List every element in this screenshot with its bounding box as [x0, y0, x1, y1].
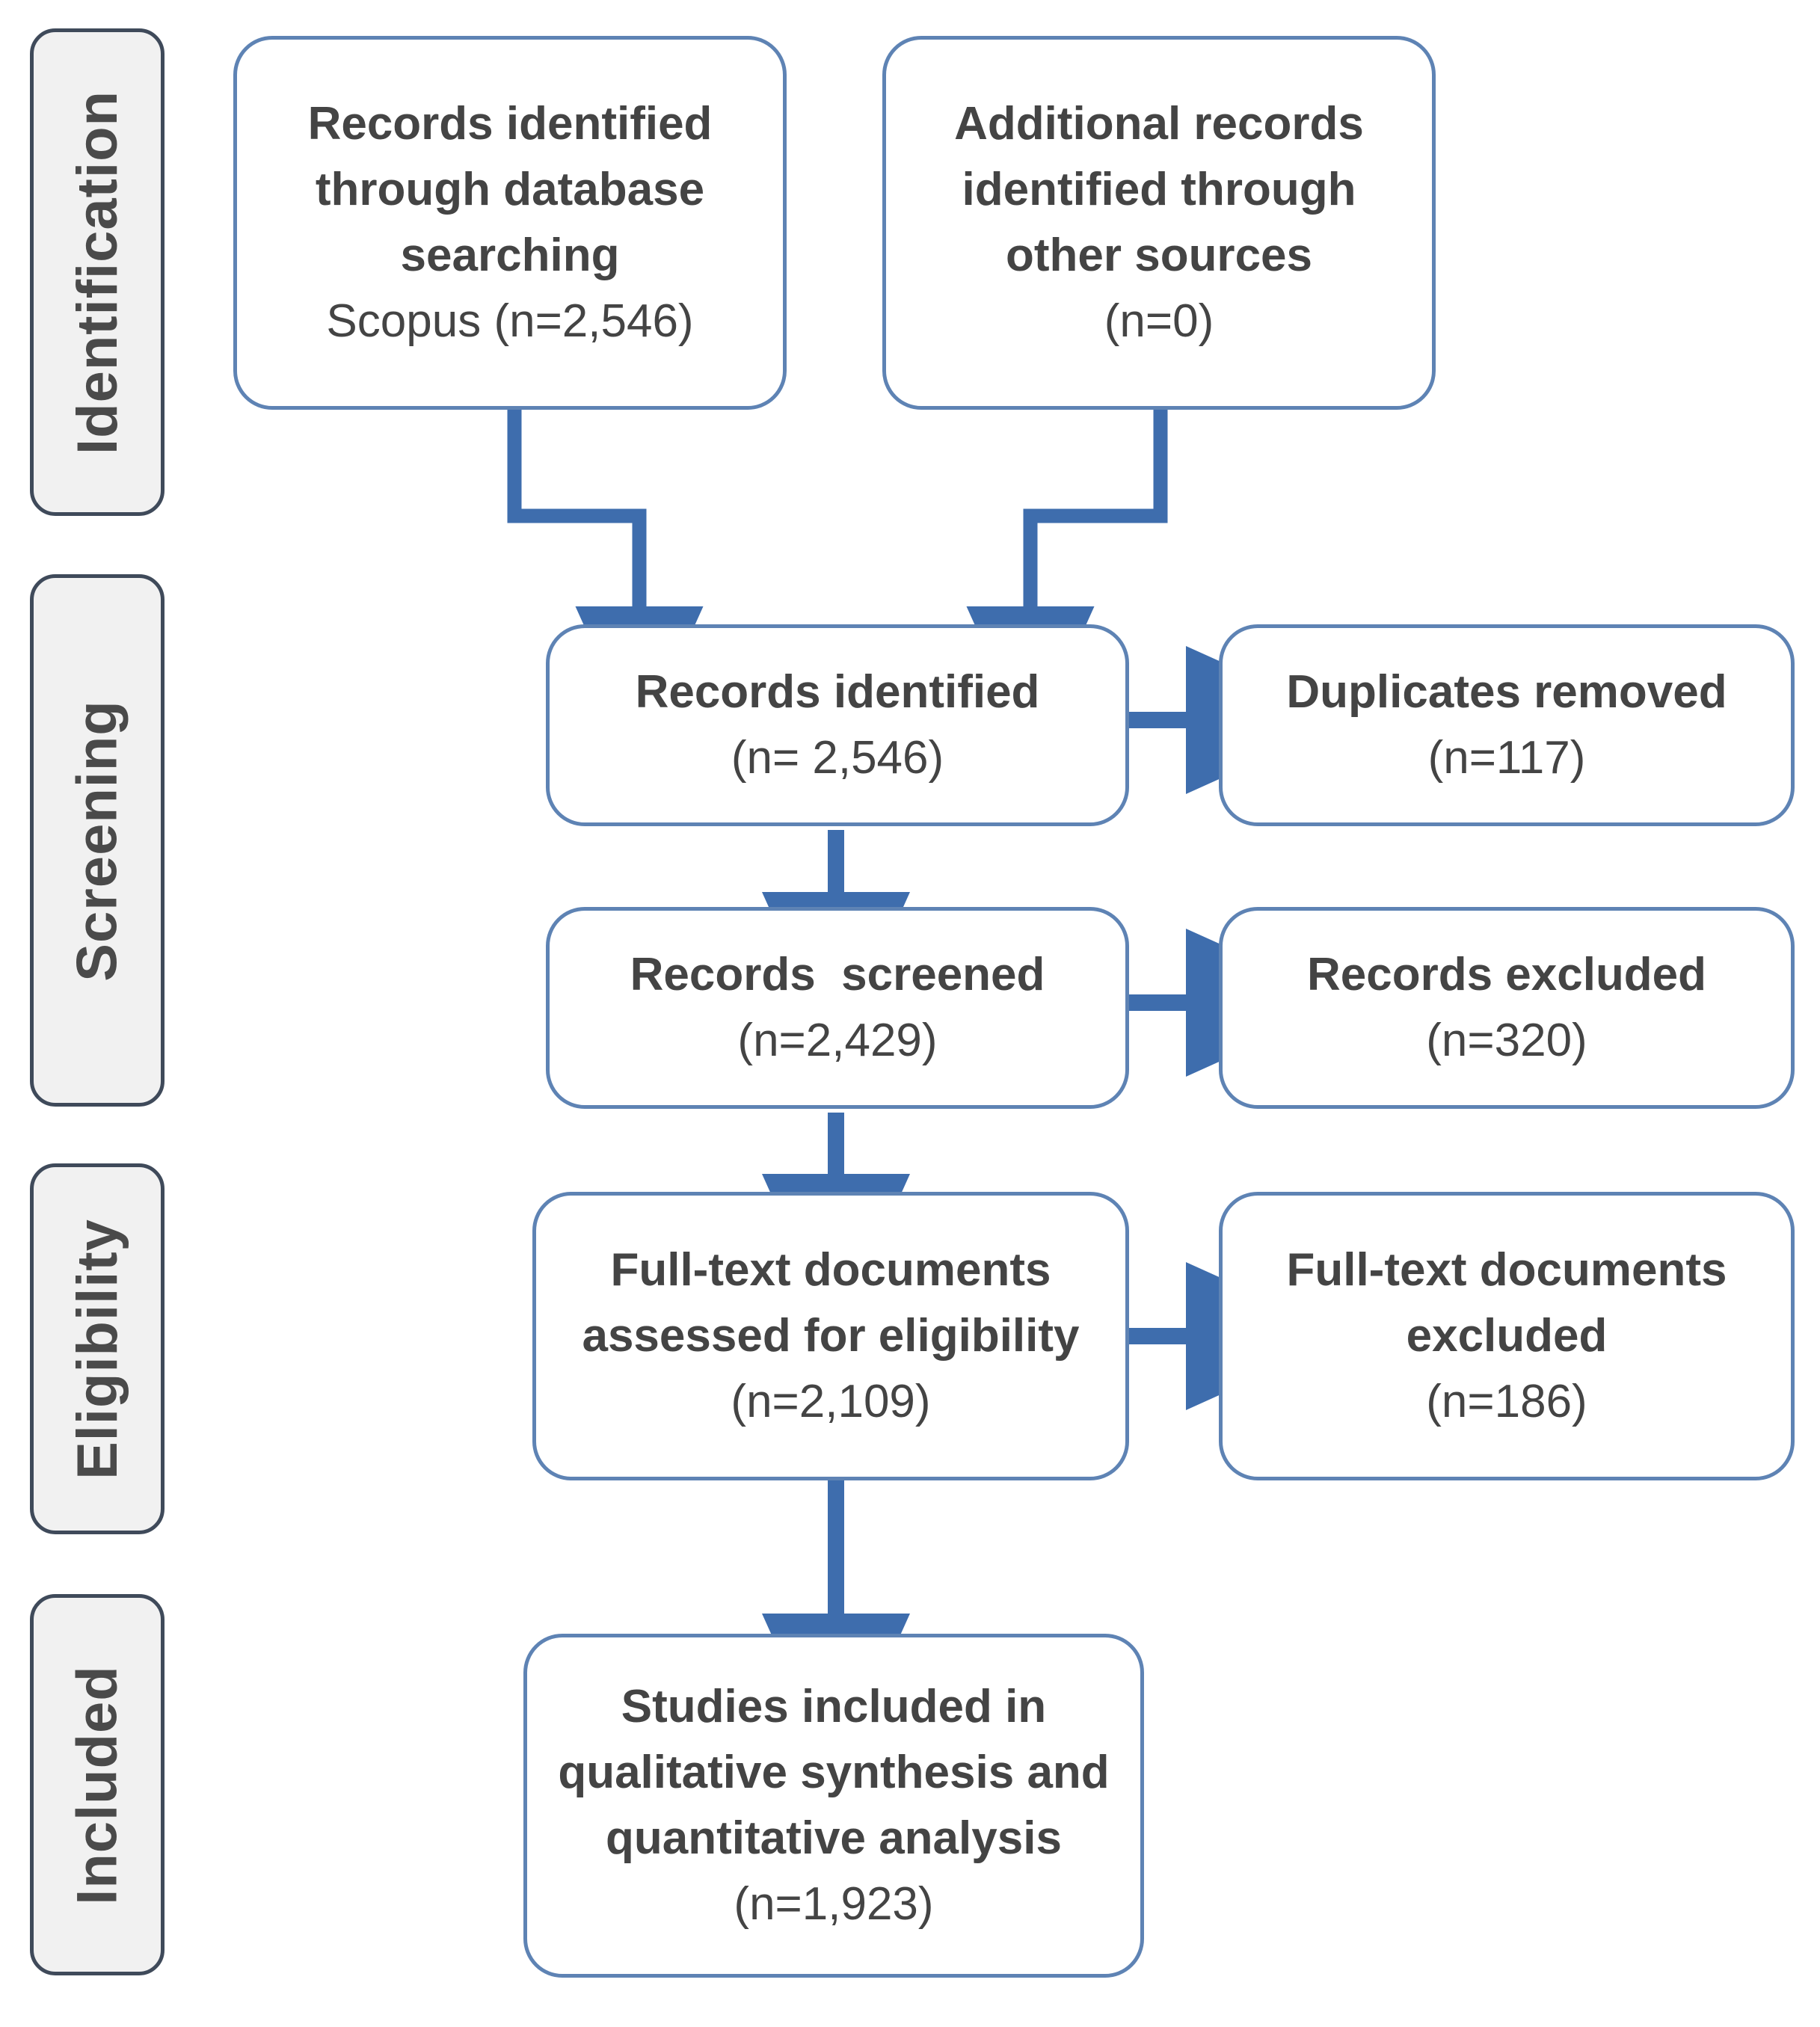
box-additional-records-other-sources: Additional records identified through ot…: [882, 36, 1436, 410]
box-line: quantitative analysis: [606, 1812, 1062, 1864]
box-line: Duplicates removed: [1286, 665, 1727, 718]
box-line: Additional records: [954, 97, 1364, 150]
box-line: assessed for eligibility: [582, 1309, 1080, 1362]
box-line: Records identified: [307, 97, 713, 150]
phase-label-eligibility-text: Eligibility: [65, 1218, 129, 1480]
connector-db-to-identified: [507, 407, 704, 748]
box-studies-included: Studies included in qualitative synthesi…: [523, 1634, 1144, 1978]
box-line: searching: [400, 230, 620, 281]
phase-label-included-text: Included: [65, 1664, 129, 1905]
box-count: (n= 2,546): [731, 732, 944, 784]
box-line: Records excluded: [1306, 948, 1707, 1000]
box-line: Records screened: [630, 948, 1045, 1000]
box-fulltext-assessed-eligibility: Full-text documents assessed for eligibi…: [532, 1192, 1129, 1480]
box-count: Scopus (n=2,546): [326, 295, 694, 348]
box-line: excluded: [1406, 1309, 1608, 1362]
box-records-identified-database: Records identified through database sear…: [233, 36, 787, 410]
box-count: (n=2,429): [737, 1015, 938, 1066]
box-records-excluded: Records excluded (n=320): [1219, 907, 1795, 1109]
phase-label-screening-text: Screening: [65, 699, 129, 982]
phase-label-identification: Identification: [30, 28, 165, 516]
box-count: (n=1,923): [734, 1878, 934, 1931]
box-count: (n=186): [1426, 1376, 1587, 1428]
box-count: (n=320): [1426, 1015, 1587, 1066]
connector-other-to-identified: [966, 407, 1168, 748]
phase-label-eligibility: Eligibility: [30, 1163, 165, 1534]
box-count: (n=0): [1104, 295, 1214, 348]
box-count: (n=2,109): [731, 1376, 931, 1428]
box-line: other sources: [1005, 230, 1313, 281]
box-fulltext-excluded: Full-text documents excluded (n=186): [1219, 1192, 1795, 1480]
box-line: identified through: [962, 163, 1356, 215]
box-duplicates-removed: Duplicates removed (n=117): [1219, 624, 1795, 826]
box-line: Records identified: [635, 665, 1040, 718]
box-line: Full-text documents: [610, 1243, 1051, 1296]
box-line: Studies included in: [621, 1680, 1047, 1732]
box-records-identified: Records identified (n= 2,546): [546, 624, 1129, 826]
box-line: qualitative synthesis and: [558, 1746, 1110, 1798]
box-line: through database: [315, 163, 705, 215]
phase-label-screening: Screening: [30, 574, 165, 1107]
phase-label-included: Included: [30, 1594, 165, 1975]
box-count: (n=117): [1427, 732, 1586, 784]
phase-label-identification-text: Identification: [65, 90, 129, 455]
box-records-screened: Records screened (n=2,429): [546, 907, 1129, 1109]
box-line: Full-text documents: [1286, 1243, 1727, 1296]
